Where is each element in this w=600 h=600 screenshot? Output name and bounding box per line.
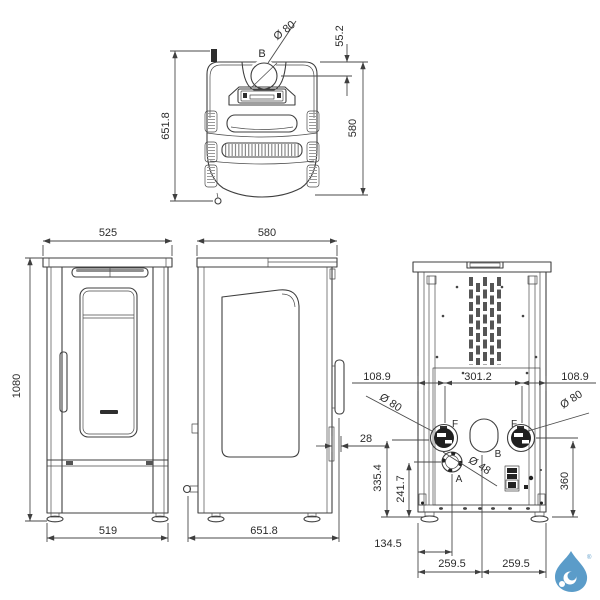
flue-knockout	[469, 418, 499, 453]
power-cable	[182, 484, 199, 494]
side-top-plate	[196, 257, 338, 268]
dim-air-center-height: 241.7	[395, 475, 407, 503]
power-cable-end	[214, 197, 222, 205]
vent-slots	[204, 110, 320, 188]
flue-point-label: B	[258, 48, 265, 60]
top-grille	[221, 142, 303, 158]
dim-top-body-depth: 580	[347, 119, 359, 137]
side-handle	[332, 359, 345, 415]
top-view: 651.8 580 55.2 B Ø 80	[160, 19, 368, 205]
air-label: A	[456, 474, 463, 485]
dim-front-base-width: 519	[99, 525, 117, 537]
registered-symbol: ®	[587, 554, 592, 561]
dim-rear-right-offset: 108.9	[561, 371, 589, 383]
droplet-logo-icon: ®	[555, 551, 592, 592]
dim-spacing-left: 259.5	[438, 558, 466, 570]
door-glass	[79, 287, 138, 438]
dim-rear-left-offset: 108.9	[363, 371, 391, 383]
dim-left-duct-diameter: Ø 80	[377, 391, 404, 414]
dim-right-duct-diameter: Ø 80	[558, 388, 585, 411]
dim-fan-center-height: 335.4	[372, 464, 384, 492]
dim-top-overall-depth: 651.8	[160, 112, 172, 140]
dim-fan-center-height-right: 360	[559, 472, 571, 490]
side-feet	[207, 512, 321, 523]
side-view: 580 651.8 28	[182, 227, 388, 542]
power-socket	[504, 465, 520, 492]
bottom-holes	[439, 507, 530, 510]
dim-side-top-depth: 580	[258, 227, 276, 239]
front-view: 525 1080 519	[11, 227, 173, 542]
dim-side-overall-depth: 651.8	[250, 525, 278, 537]
side-body	[197, 266, 333, 514]
dim-handle-offset: 28	[360, 433, 372, 445]
front-recessed-handle	[71, 267, 149, 278]
dim-flue-offset: 55.2	[334, 25, 346, 46]
side-door-panel	[221, 289, 300, 458]
fan-outlet-right	[506, 423, 536, 453]
fan-right-label: F	[511, 419, 517, 430]
rear-bracket	[211, 49, 217, 62]
flue-collar	[241, 61, 287, 91]
top-handle	[226, 114, 298, 133]
dim-rear-center-width: 301.2	[464, 371, 492, 383]
front-top-plate	[42, 257, 173, 268]
rear-grille	[469, 277, 501, 365]
rear-view: 108.9 301.2 108.9 Ø 80 Ø 80 F F B A Ø 48…	[352, 261, 596, 578]
fan-outlet-left	[429, 423, 459, 453]
dim-air-diameter: Ø 48	[466, 454, 493, 477]
dim-front-height: 1080	[11, 374, 23, 398]
front-body	[46, 266, 169, 514]
control-panel	[228, 86, 296, 106]
rear-feet	[420, 511, 549, 523]
dim-flue-diameter: Ø 80	[272, 19, 298, 43]
door-handle	[59, 351, 68, 413]
dim-air-offset: 134.5	[374, 538, 402, 550]
screws	[435, 285, 538, 375]
flue-label: B	[495, 449, 502, 460]
brand-plate	[100, 410, 118, 414]
dim-spacing-right: 259.5	[502, 558, 530, 570]
front-feet	[46, 512, 169, 523]
dim-front-top-width: 525	[99, 227, 117, 239]
fan-left-label: F	[452, 419, 458, 430]
